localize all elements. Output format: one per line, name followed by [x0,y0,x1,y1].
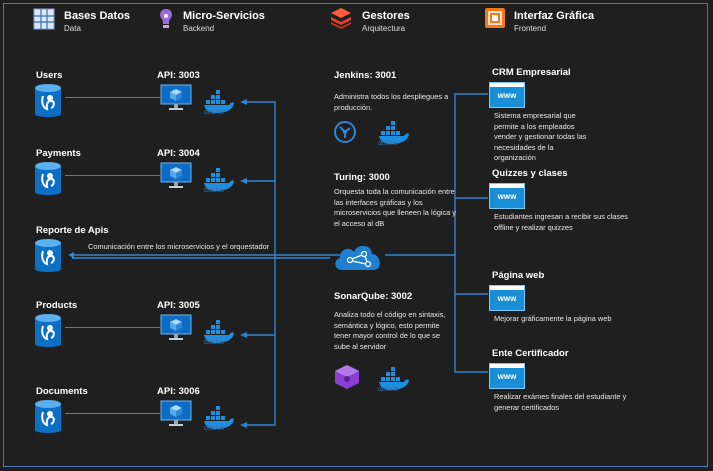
microservice-monitor-icon[interactable] [160,314,192,347]
api-title: API: 3006 [157,386,200,397]
www-browser-icon[interactable]: www [489,82,525,108]
api-title: API: 3004 [157,148,200,159]
layers-icon [330,7,352,29]
database-title: Users [36,70,63,81]
turing-title: Turing: 3000 [334,172,390,183]
db-api-connector [65,175,160,177]
docker-label: docker [378,140,400,147]
frontend-title: Página web [492,270,545,281]
frontend-desc: Realizar exámes finales del estudiante y… [494,392,627,412]
legend-sub-data: Data [64,24,81,33]
postgres-database-icon[interactable] [33,82,63,125]
legend-sub-backend: Backend [183,24,215,33]
docker-icon: docker [203,319,235,352]
microservice-monitor-icon[interactable] [160,84,192,117]
legend-sub-frontend: Frontend [514,24,547,33]
www-browser-icon[interactable]: www [489,363,525,389]
microservice-monitor-icon[interactable] [160,162,192,195]
frontend-title: Ente Certificador [492,348,569,359]
legend-sub-arquitectura: Arquitectura [362,24,406,33]
docker-icon: docker [203,89,235,122]
frontend-title: Quizzes y clases [492,168,568,179]
database-title: Products [36,300,78,311]
legend-title-arquitectura: Gestores [362,10,410,22]
docker-label: docker [378,386,400,393]
sonar-cube-icon [334,364,360,390]
frontend-desc: Sistema empresarial que permite a los em… [494,111,587,162]
docker-icon: docker [203,167,235,200]
frontend-desc: Estudiantes ingresan a recibir sus clase… [494,212,628,232]
frontend-desc: Mejorar gráficamente la página web [494,314,612,323]
turing-desc: Orquesta toda la comunicación entre las … [334,187,457,228]
db-api-connector [65,97,160,99]
postgres-database-icon[interactable] [33,398,63,441]
sonar-docker-icon: docker [378,366,410,399]
jenkins-title: Jenkins: 3001 [334,70,397,81]
docker-icon: docker [203,405,235,438]
api-title: API: 3005 [157,300,200,311]
api-title: API: 3003 [157,70,200,81]
jenkins-docker-icon: docker [378,120,410,153]
www-browser-icon[interactable]: www [489,285,525,311]
jenkins-desc: Administra todos los despliegues a produ… [334,92,449,112]
sonar-title: SonarQube: 3002 [334,291,413,302]
database-title: Reporte de Apis [36,225,109,236]
db-api-connector [65,413,160,415]
diagram-frame [3,3,708,467]
legend-title-data: Bases Datos [64,10,131,22]
database-grid-icon [33,8,55,30]
legend-title-backend: Micro-Servicios [183,10,265,22]
postgres-database-icon[interactable] [33,160,63,203]
legend-title-frontend: Interfaz Gráfica [514,10,595,22]
microservice-bulb-icon [157,7,175,29]
postgres-database-icon[interactable] [33,312,63,355]
www-browser-icon[interactable]: www [489,183,525,209]
db-api-connector [65,327,160,329]
sonar-desc: Analiza todo el código en sintaxis, semá… [334,310,446,351]
jenkins-icon [333,120,357,144]
orchestrator-note: Comunicación entre los microservicios y … [88,242,270,251]
microservice-monitor-icon[interactable] [160,400,192,433]
postgres-database-icon[interactable] [33,237,63,280]
frontend-square-icon [484,7,506,29]
orchestrator-cloud-icon[interactable] [332,240,384,272]
database-title: Payments [36,148,81,159]
frontend-title: CRM Empresarial [492,67,571,78]
database-title: Documents [36,386,88,397]
